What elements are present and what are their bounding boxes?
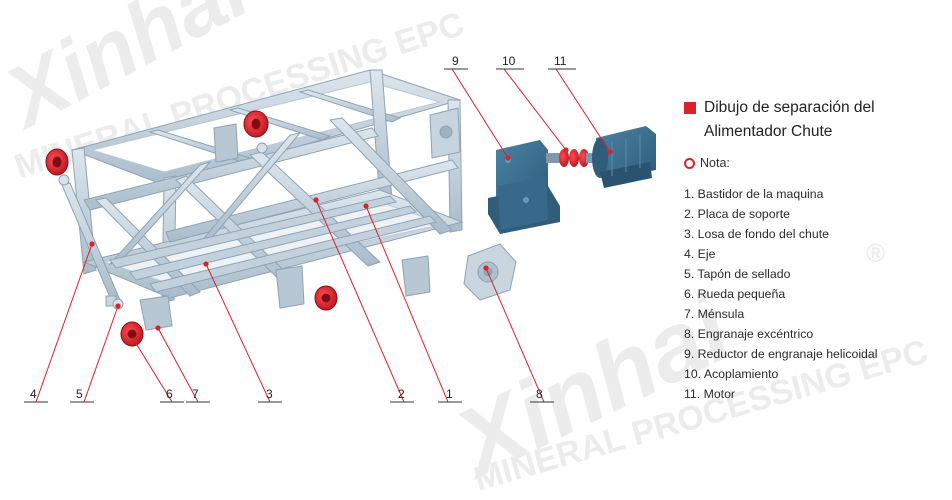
callout-1: 1	[446, 387, 453, 401]
callout-2: 2	[398, 387, 405, 401]
legend-panel: Dibujo de separación del Alimentador Chu…	[684, 96, 944, 404]
small-wheels	[45, 110, 338, 347]
list-item: 2. Placa de soporte	[684, 207, 790, 221]
legend-title-text: Dibujo de separación del Alimentador Chu…	[704, 96, 875, 144]
list-item: 6. Rueda pequeña	[684, 287, 786, 301]
callout-8: 8	[536, 387, 543, 401]
list-item: 9. Reductor de engranaje helicoidal	[684, 347, 878, 361]
list-item: 4. Eje	[684, 247, 716, 261]
list-item: 3. Losa de fondo del chute	[684, 227, 829, 241]
motor	[592, 126, 656, 188]
callout-11: 11	[554, 54, 567, 68]
list-item: 10. Acoplamiento	[684, 367, 779, 381]
list-item: 8. Engranaje excéntrico	[684, 327, 814, 341]
callout-5: 5	[76, 387, 83, 401]
watermark-registered: ®	[866, 238, 886, 268]
legend-title-line1: Dibujo de separación del	[704, 99, 875, 116]
coupling	[546, 149, 598, 167]
callout-6: 6	[166, 387, 173, 401]
list-item: 1. Bastidor de la maquina	[684, 187, 824, 201]
callout-7: 7	[192, 387, 199, 401]
callout-3: 3	[266, 387, 273, 401]
callout-9: 9	[452, 54, 459, 68]
note-row: Nota:	[684, 156, 944, 170]
eccentric-gear	[463, 243, 517, 301]
callout-dots	[89, 147, 613, 343]
legend-title-line2: Alimentador Chute	[704, 123, 833, 140]
callout-4: 4	[30, 387, 37, 401]
machine-frame	[70, 69, 464, 331]
title-square-icon	[684, 102, 696, 114]
exploded-view-drawing: 1 2 3 4 5 6 7 8 9 10 11	[24, 54, 656, 403]
list-item: 5. Tapón de sellado	[684, 267, 791, 281]
list-item: 11. Motor	[684, 387, 736, 401]
legend-title: Dibujo de separación del Alimentador Chu…	[684, 96, 944, 144]
callout-10: 10	[502, 54, 516, 68]
callout-underlines	[24, 68, 576, 403]
ring-icon	[684, 157, 695, 169]
worm-gear-reducer	[488, 140, 560, 234]
note-label: Nota:	[700, 156, 730, 170]
list-item: 7. Ménsula	[684, 307, 745, 321]
parts-list: 1. Bastidor de la maquina 2. Placa de so…	[684, 184, 944, 404]
